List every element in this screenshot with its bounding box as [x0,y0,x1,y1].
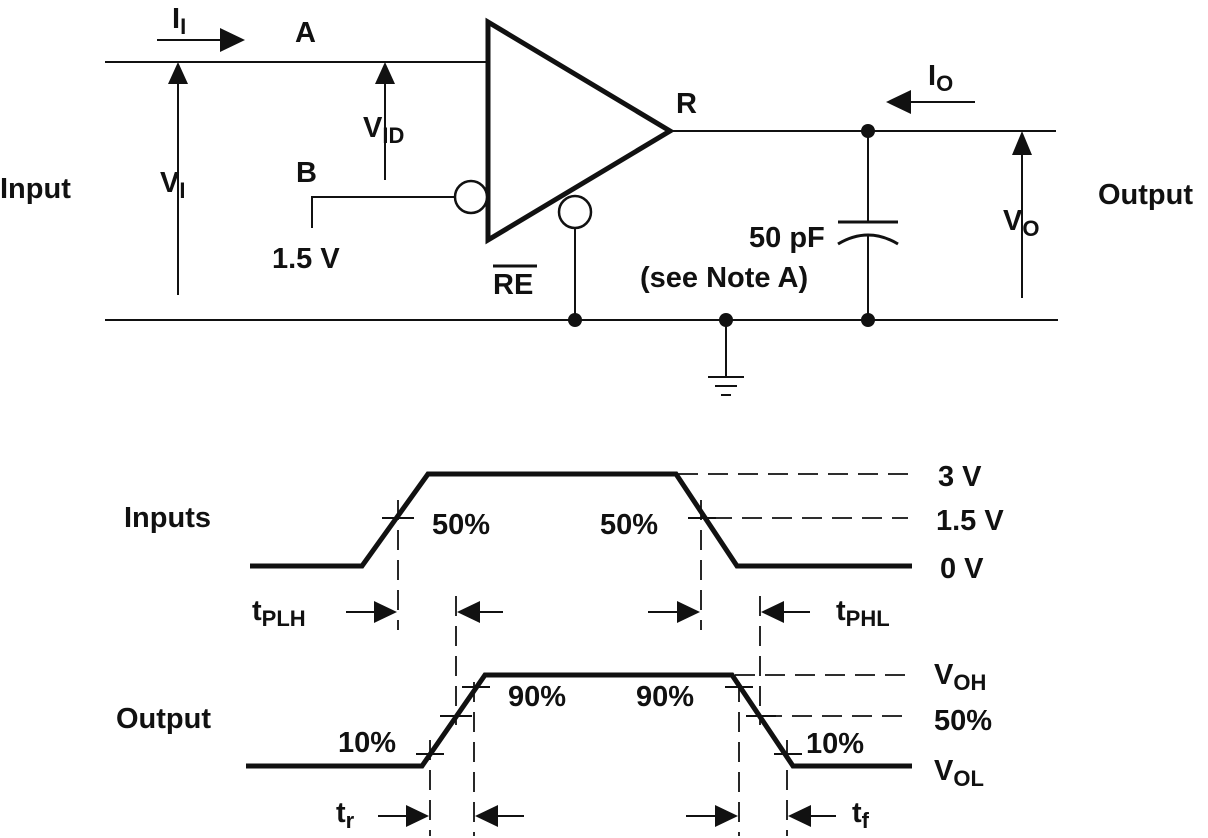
io-arrow-head [886,90,911,114]
vid-arrow-head [375,62,395,84]
tphl-label: tPHL [836,595,890,631]
input-label: Input [0,173,71,205]
circuit-schematic: Input Output A B R 1.5 V RE 50 pF (see N… [0,3,1193,396]
out-90pct-right: 90% [636,681,694,713]
input-waveform [250,471,912,569]
tr-arrow-left-head [406,805,429,827]
output-wave-label: Output [116,703,211,735]
out-10pct-right: 10% [806,728,864,760]
vo-label: VO [1003,205,1039,241]
voh-label: VOH [934,659,986,695]
inputs-label: Inputs [124,502,211,534]
tf-label: tf [852,797,870,833]
level-50pct: 50% [934,705,992,737]
vi-label: VI [160,167,185,203]
vol-label: VOL [934,755,984,791]
tplh-arrow-left-head [374,601,397,623]
vi-arrow-head [168,62,188,84]
tphl-arrow-left-head [677,601,700,623]
input-50pct-left: 50% [432,509,490,541]
re-label: RE [493,269,533,301]
ii-arrow-head [220,28,245,52]
wire-b [311,196,455,228]
receiver-symbol [485,17,675,245]
level-1v5: 1.5 V [936,505,1004,537]
output-waveform [246,672,912,769]
junction-dot [861,313,875,327]
node-b-label: B [296,157,317,189]
cap-note-label: (see Note A) [640,262,808,294]
level-0v: 0 V [940,553,984,585]
b-inversion-bubble [453,179,489,215]
cap-value-label: 50 pF [749,222,825,254]
tf-arrow-left-head [715,805,738,827]
out-90pct-left: 90% [508,681,566,713]
bias-voltage-label: 1.5 V [272,243,340,275]
tplh-arrow-right-head [457,601,480,623]
tr-label: tr [336,797,355,833]
level-3v: 3 V [938,461,982,493]
junction-dot [568,313,582,327]
tphl-arrow-right-head [761,601,784,623]
node-r-label: R [676,88,697,120]
tr-arrow-right-head [475,805,498,827]
re-inversion-bubble [557,194,593,230]
input-50pct-right: 50% [600,509,658,541]
out-10pct-left: 10% [338,727,396,759]
tf-arrow-right-head [788,805,811,827]
timing-waveforms: Inputs Output 3 V 1.5 V 0 V 50% 50% 50% … [116,461,1004,836]
vid-label: VID [363,112,404,148]
tplh-label: tPLH [252,595,306,631]
node-a-label: A [295,17,316,49]
vo-arrow-head [1012,131,1032,155]
junction-dot [719,313,733,327]
output-label: Output [1098,179,1193,211]
junction-dot [861,124,875,138]
ii-label: II [172,3,186,39]
io-label: IO [928,60,953,96]
